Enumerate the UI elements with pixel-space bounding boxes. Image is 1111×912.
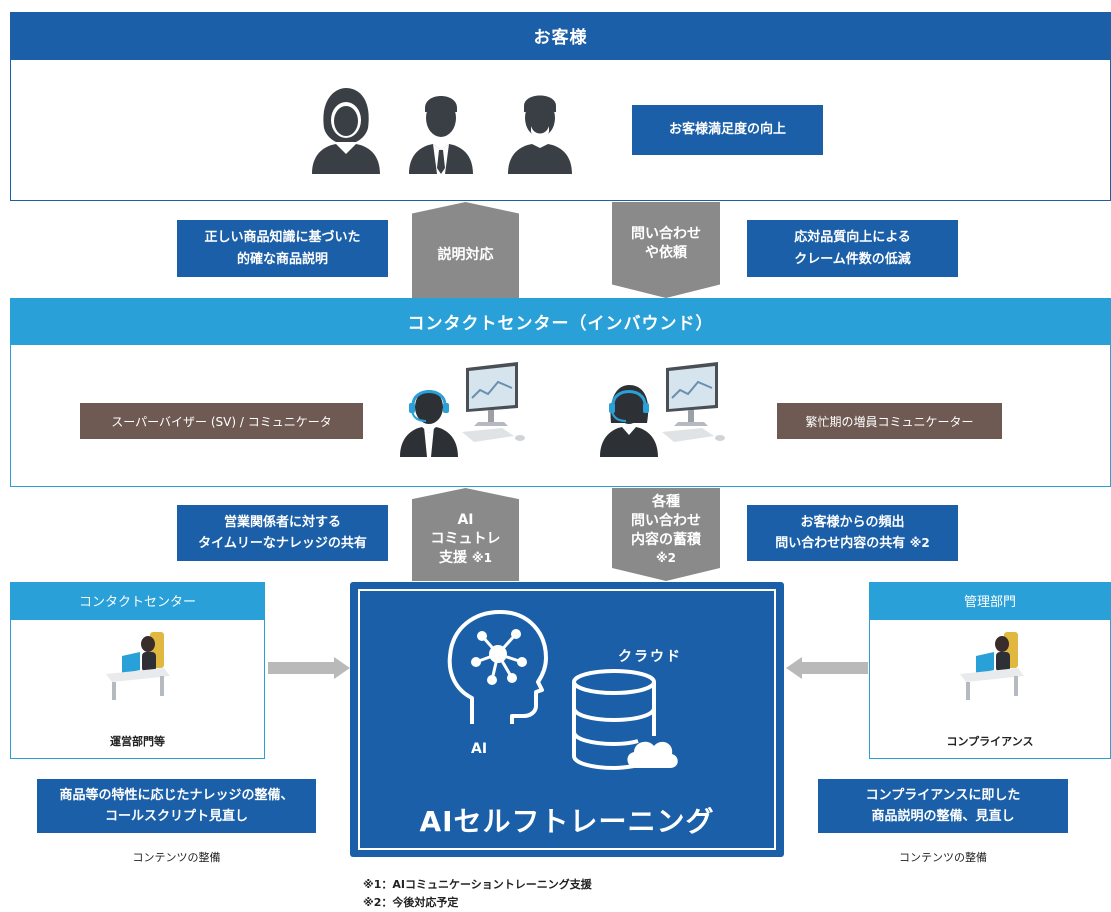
right-dept-box-line-2: 商品説明の整備、見直し xyxy=(871,809,1015,824)
footnote-1: ※1：AIコミュニケーショントレーニング支援 xyxy=(363,878,592,891)
explanation-up-arrow: 説明対応 xyxy=(412,202,519,298)
left-dept-title: コンタクトセンター xyxy=(78,595,196,610)
explanation-up-arrow-label: 説明対応 xyxy=(437,246,494,263)
right-dept-title: 管理部門 xyxy=(963,595,1016,610)
inquiry-down-arrow: 問い合わせ や依頼 xyxy=(612,202,720,298)
computer-monitor-icon xyxy=(458,362,530,446)
computer-monitor-icon xyxy=(658,362,730,446)
right-dept-caption: コンプライアンス xyxy=(946,735,1034,748)
knowledge-sharing-line-1: 営業関係者に対する xyxy=(223,514,341,530)
footnote-2: ※2：今後対応予定 xyxy=(363,896,459,909)
frequent-inquiry-note: ※2 xyxy=(909,536,930,550)
ai-support-note: ※1 xyxy=(471,550,492,565)
database-cloud-icon xyxy=(564,668,684,778)
inquiry-down-arrow-line-1: 問い合わせ xyxy=(631,226,701,243)
left-dept-header: コンタクトセンター xyxy=(10,582,265,619)
accurate-explanation-box: 正しい商品知識に基づいた 的確な商品説明 xyxy=(177,220,388,277)
knowledge-sharing-box: 営業関係者に対する タイムリーなナレッジの共有 xyxy=(177,505,388,561)
woman-customer-icon xyxy=(310,84,382,174)
ai-support-line-2: コミュトレ xyxy=(430,531,501,548)
right-connector-arrow xyxy=(786,657,868,679)
ai-self-training-title: AIセルフトレーニング xyxy=(419,805,715,838)
busy-season-staff-box: 繁忙期の増員コミュニケーター xyxy=(777,403,1002,439)
inquiry-accumulation-line-3: 内容の蓄積 xyxy=(631,531,701,548)
left-dept-box-line-2: コールスクリプト見直し xyxy=(104,809,248,824)
right-dept-footer: コンテンツの整備 xyxy=(899,851,987,864)
satisfaction-label: お客様満足度の向上 xyxy=(668,122,786,138)
ai-label: AI xyxy=(471,741,488,757)
contact-center-header: コンタクトセンター（インバウンド） xyxy=(10,298,1111,344)
complaint-reduction-line-1: 応対品質向上による xyxy=(794,230,911,246)
left-dept-box-line-1: 商品等の特性に応じたナレッジの整備、 xyxy=(59,787,294,803)
customer-panel xyxy=(10,59,1111,201)
inquiry-accumulation-line-2: 問い合わせ xyxy=(631,512,701,529)
office-worker-desk-icon xyxy=(958,630,1026,702)
ai-support-line-1: AI xyxy=(457,512,474,529)
ai-support-up-arrow: AI コミュトレ 支援 ※1 xyxy=(412,488,519,581)
frequent-inquiry-line-2: 問い合わせ内容の共有 xyxy=(775,536,906,551)
operator-headset-male-icon xyxy=(398,383,460,457)
left-dept-footer: コンテンツの整備 xyxy=(132,851,221,864)
inquiry-down-arrow-line-2: や依頼 xyxy=(645,245,687,261)
operator-headset-female-icon xyxy=(598,383,660,457)
office-worker-desk-icon xyxy=(104,630,172,702)
inquiry-accumulation-down-arrow: 各種 問い合わせ 内容の蓄積 ※2 xyxy=(612,488,720,581)
complaint-reduction-box: 応対品質向上による クレーム件数の低減 xyxy=(747,220,958,277)
inquiry-accumulation-line-1: 各種 xyxy=(652,494,680,511)
ai-support-line-3: 支援 xyxy=(439,549,468,566)
inquiry-accumulation-note: ※2 xyxy=(655,550,676,565)
ai-panel-inner-border xyxy=(358,589,776,850)
supervisor-label-box: スーパーバイザー (SV) / コミュニケータ xyxy=(80,403,363,439)
frequent-inquiry-box: お客様からの頻出 問い合わせ内容の共有 ※2 xyxy=(747,505,958,561)
left-dept-caption: 運営部門等 xyxy=(110,735,165,748)
knowledge-sharing-line-2: タイムリーなナレッジの共有 xyxy=(198,536,367,551)
right-dept-header: 管理部門 xyxy=(869,582,1111,619)
right-dept-box: コンプライアンスに即した 商品説明の整備、見直し xyxy=(818,779,1068,833)
frequent-inquiry-line-1: お客様からの頻出 xyxy=(800,514,905,530)
complaint-reduction-line-2: クレーム件数の低減 xyxy=(794,251,911,267)
cloud-label: クラウド xyxy=(618,649,682,665)
satisfaction-box: お客様満足度の向上 xyxy=(632,105,823,155)
right-dept-box-line-1: コンプライアンスに即した xyxy=(865,787,1021,803)
right-dept-panel xyxy=(869,619,1111,759)
bearded-customer-icon xyxy=(504,84,576,174)
busy-season-staff-label: 繁忙期の増員コミュニケーター xyxy=(805,414,974,429)
left-dept-panel xyxy=(10,619,265,759)
customer-title: お客様 xyxy=(533,28,588,48)
left-connector-arrow xyxy=(268,657,350,679)
customer-header: お客様 xyxy=(10,12,1111,59)
man-tie-customer-icon xyxy=(405,84,477,174)
contact-center-title: コンタクトセンター（インバウンド） xyxy=(407,313,714,334)
accurate-explanation-line-2: 的確な商品説明 xyxy=(236,251,328,267)
ai-head-network-icon xyxy=(442,606,552,726)
ai-self-training-panel: AI クラウド AIセルフトレーニング xyxy=(350,582,784,857)
accurate-explanation-line-1: 正しい商品知識に基づいた xyxy=(204,230,361,246)
supervisor-label: スーパーバイザー (SV) / コミュニケータ xyxy=(111,414,332,429)
left-dept-box: 商品等の特性に応じたナレッジの整備、 コールスクリプト見直し xyxy=(37,779,316,833)
